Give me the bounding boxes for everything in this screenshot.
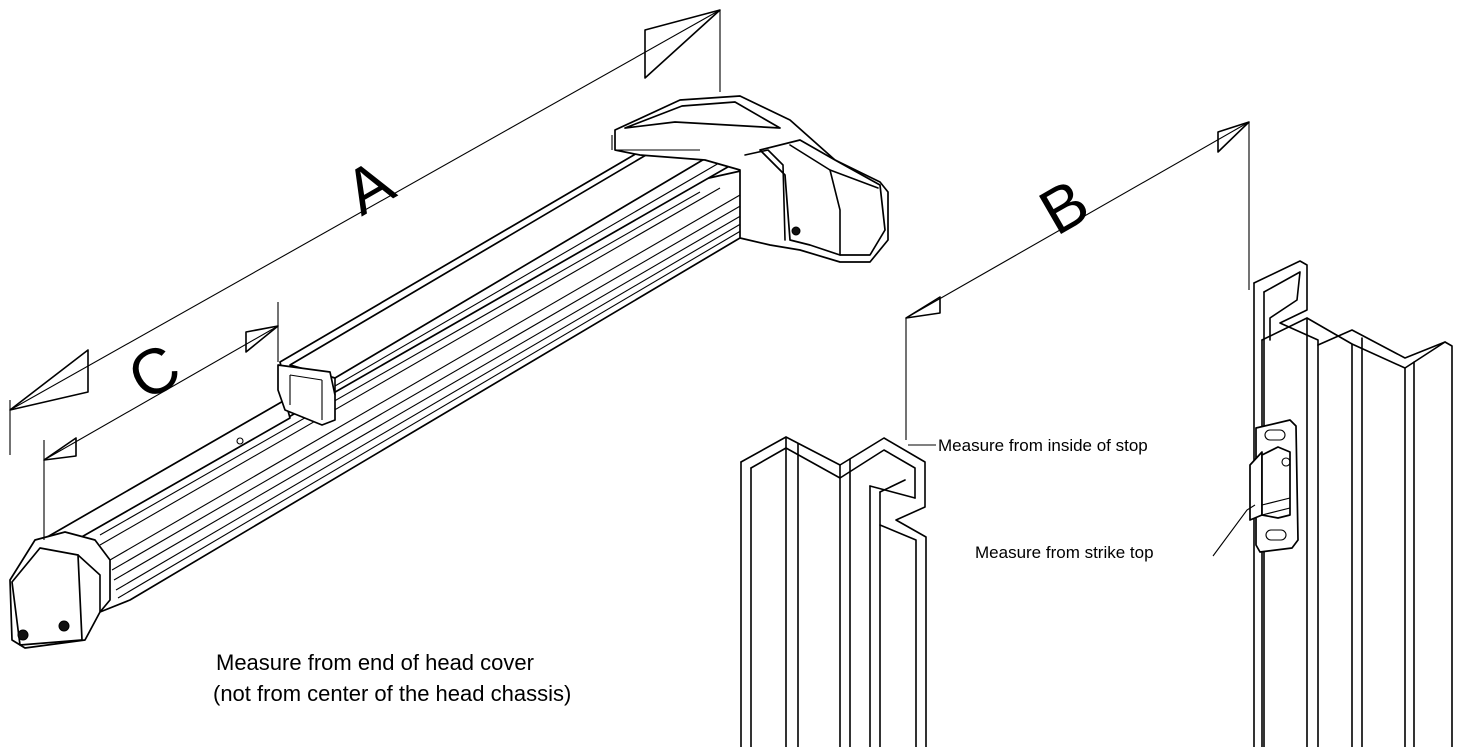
dim-c-arrow-left-icon [43, 437, 77, 461]
end-cap-screw-right-icon [58, 620, 70, 632]
strike-lip [1249, 451, 1263, 521]
dimension-a-label: A [333, 145, 406, 229]
callouts: Measure from inside of stop Measure from… [908, 436, 1256, 562]
note-line-1: Measure from end of head cover [216, 650, 534, 675]
label-inside-of-stop: Measure from inside of stop [938, 436, 1148, 455]
end-cap-screw-left-icon [17, 629, 29, 641]
head-cover-top [624, 101, 781, 129]
rail-hole-icon [236, 437, 244, 445]
dim-b-arrow-right-icon [1217, 121, 1250, 153]
dimension-b-label: B [1028, 165, 1101, 249]
dim-a-arrow-right-icon [644, 9, 721, 79]
head-cover-face [759, 139, 886, 256]
dim-c-arrow-right-icon [245, 325, 279, 353]
left-door-frame [740, 436, 927, 747]
strike-screw-icon [1281, 457, 1291, 467]
label-strike-top: Measure from strike top [975, 543, 1154, 562]
panic-bar [9, 95, 889, 649]
head-screw-icon [791, 226, 801, 236]
strike-slot-bottom-icon [1265, 529, 1287, 541]
right-door-frame [1253, 260, 1453, 747]
strike-leader-line [1212, 504, 1256, 557]
dimension-b: B [905, 121, 1250, 440]
dim-b-arrow-left-icon [905, 296, 941, 319]
strike [1249, 419, 1299, 553]
footnote: Measure from end of head cover (not from… [213, 650, 571, 706]
note-line-2: (not from center of the head chassis) [213, 681, 571, 706]
strike-slot-top-icon [1264, 429, 1286, 441]
dimension-c-label: C [116, 329, 192, 414]
dim-a-arrow-left-icon [9, 349, 89, 411]
